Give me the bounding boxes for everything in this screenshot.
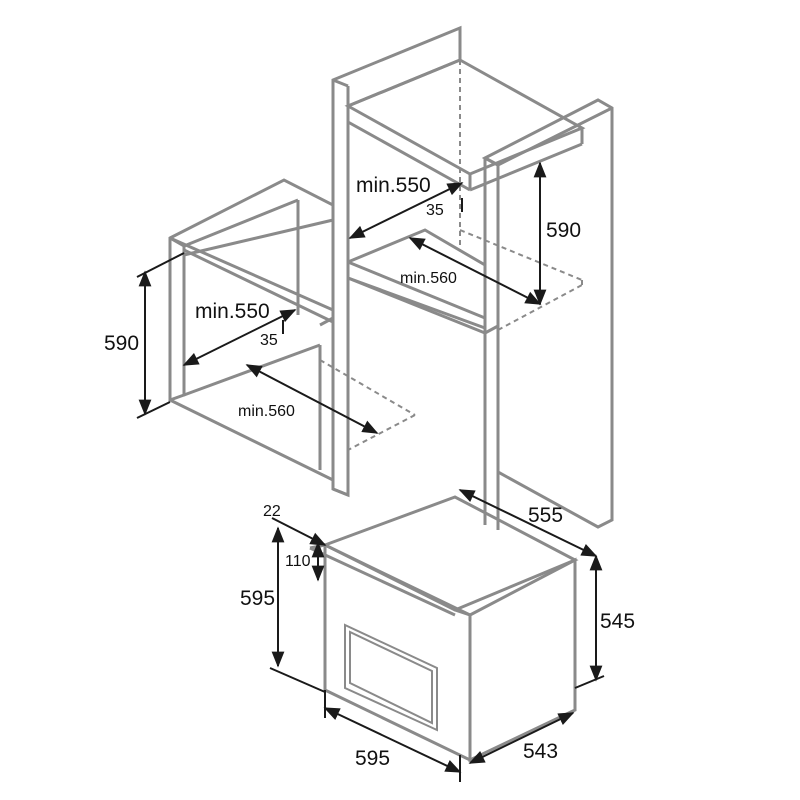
label-oven-depth: 555 <box>528 504 563 527</box>
label-wall-height: 590 <box>104 332 139 355</box>
dim-oven-body-width-line <box>468 712 575 764</box>
label-column-depth: min.550 <box>356 174 431 197</box>
label-oven-top-offset: 110 <box>285 553 311 570</box>
label-wall-width: min.560 <box>238 403 295 420</box>
label-oven-width: 595 <box>355 747 390 770</box>
dimensions <box>136 161 605 782</box>
label-column-recess: 35 <box>426 202 444 219</box>
column-cabinet <box>331 25 614 530</box>
dim-oven-front-line <box>271 517 327 546</box>
label-wall-depth: min.550 <box>195 300 270 323</box>
dim-wall-width-line <box>245 364 379 434</box>
label-oven-body-height: 545 <box>600 610 635 633</box>
dimension-labels: min.550 35 590 min.560 590 min.550 35 mi… <box>104 174 635 770</box>
dim-oven-depth-line <box>458 489 598 557</box>
label-column-height: 590 <box>546 219 581 242</box>
label-oven-height: 595 <box>240 587 275 610</box>
dim-column-width-line <box>408 237 542 305</box>
label-oven-front-offset: 22 <box>263 503 281 520</box>
label-oven-body-width: 543 <box>523 740 558 763</box>
dim-wall-depth-line <box>182 309 297 366</box>
label-wall-recess: 35 <box>260 332 278 349</box>
label-column-width: min.560 <box>400 270 457 287</box>
dim-oven-width-line <box>323 707 462 773</box>
dim-column-depth-line <box>348 182 464 239</box>
